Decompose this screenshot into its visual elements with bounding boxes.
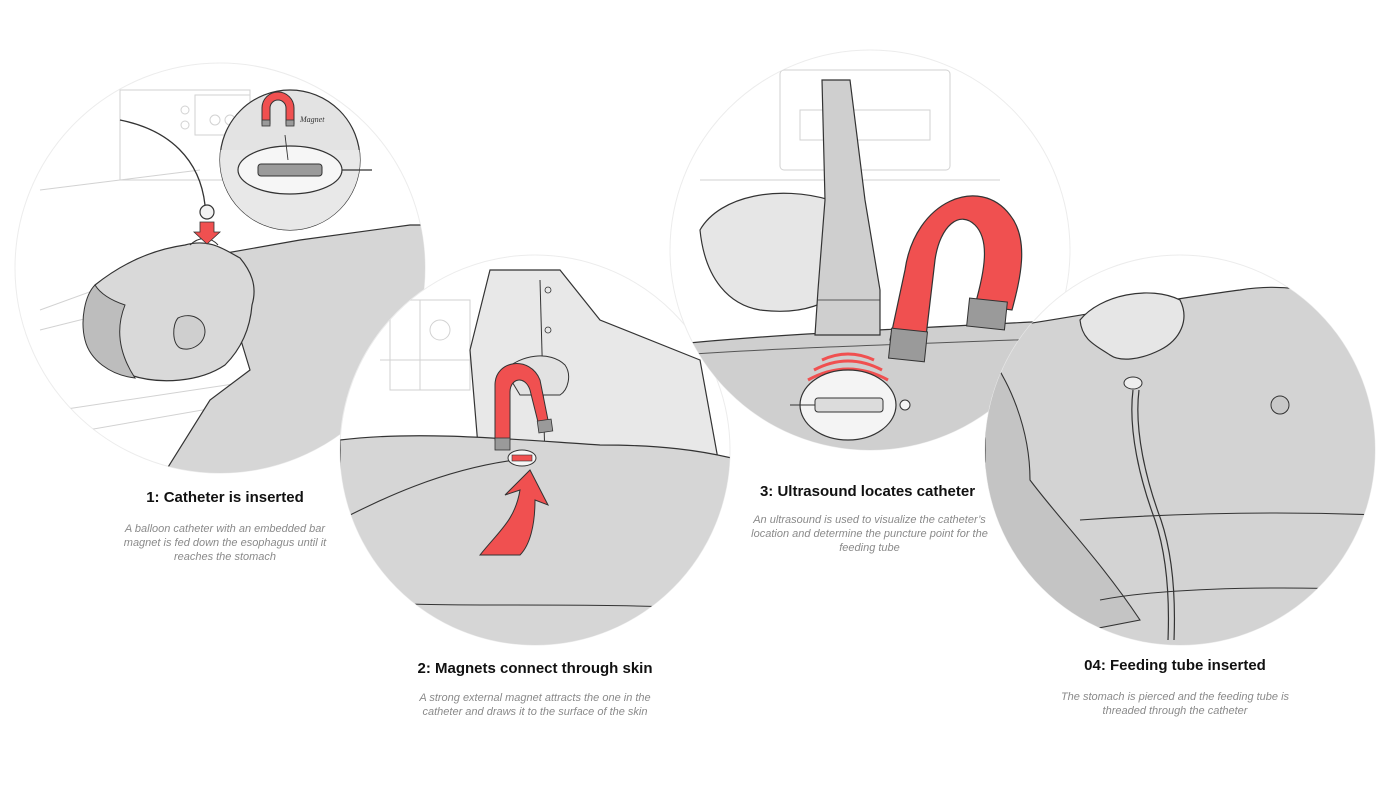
scene-3-ultrasound — [669, 49, 1071, 451]
step-2-title: 2: Magnets connect through skin — [417, 660, 653, 677]
inset-magnet-label: Magnet — [299, 115, 325, 124]
step-1-title: 1: Catheter is inserted — [146, 489, 304, 506]
scene-4-feeding-tube — [984, 254, 1376, 646]
scene-2-magnets-connect — [339, 254, 731, 646]
step-4-title: 04: Feeding tube inserted — [1084, 657, 1266, 674]
arrow-up-icon — [478, 469, 550, 556]
step-2-description: A strong external magnet attracts the on… — [419, 692, 651, 718]
step-3-description: An ultrasound is used to visualize the c… — [751, 514, 988, 554]
step-1-description: A balloon catheter with an embedded bar … — [123, 523, 327, 563]
step-4-description: The stomach is pierced and the feeding t… — [1060, 691, 1290, 717]
step-3-title: 3: Ultrasound locates catheter — [759, 483, 976, 500]
magnet-icon — [261, 91, 295, 127]
ultrasound-waves-icon — [807, 352, 889, 382]
